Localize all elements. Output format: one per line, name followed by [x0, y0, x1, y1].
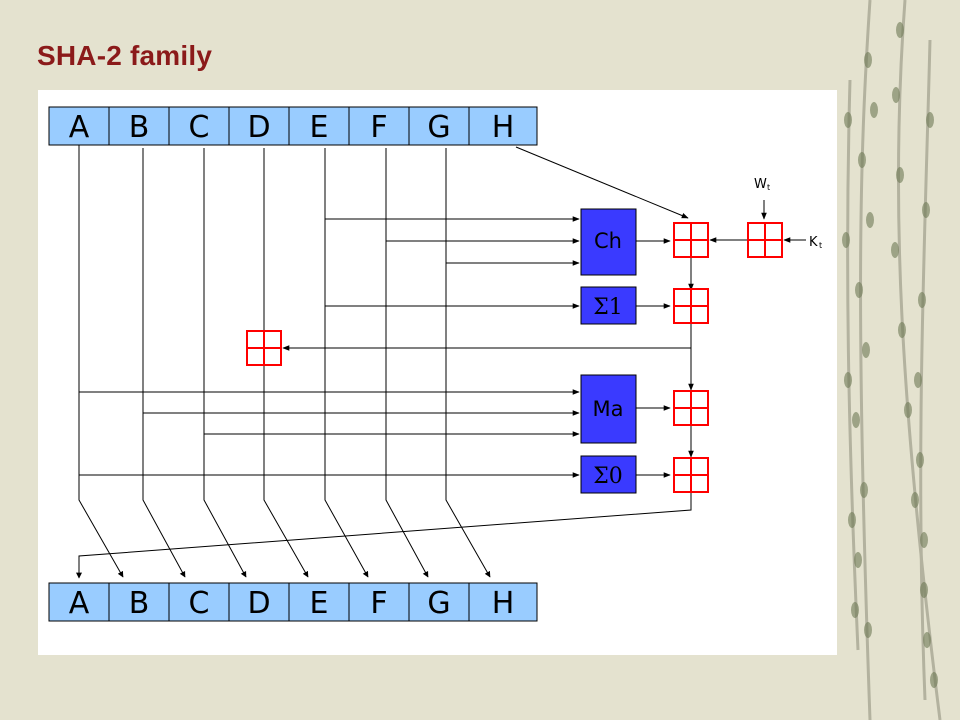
sigma0-function-box: Σ0 [580, 455, 637, 494]
k-subscript: t [819, 241, 822, 250]
k-input-label: K t [809, 235, 822, 250]
ma-function-box: Ma [580, 374, 637, 444]
bottom-register-d-label: D [247, 586, 270, 621]
adders [246, 222, 783, 493]
top-register-a-label: A [69, 110, 90, 145]
data-paths [76, 145, 806, 579]
slide-title: SHA-2 family [37, 40, 213, 71]
bottom-register-f: F [348, 582, 410, 622]
path-h-to-adder [515, 146, 689, 219]
bottom-register-g-label: G [427, 586, 450, 621]
top-register-e: E [288, 106, 350, 146]
adder-icon [673, 457, 709, 493]
top-register-c: C [168, 106, 230, 146]
top-register-f-label: F [370, 110, 387, 145]
sigma1-label: Σ1 [593, 295, 623, 320]
bottom-register-a-label: A [69, 586, 90, 621]
bottom-register-e-label: E [310, 586, 329, 621]
w-subscript: t [767, 183, 770, 192]
bottom-register-row: A B C D E F G [48, 582, 538, 622]
top-register-b-label: B [129, 110, 150, 145]
top-register-e-label: E [310, 110, 329, 145]
path-result-to-a [76, 493, 692, 579]
top-register-f: F [348, 106, 410, 146]
path-g-to-h [445, 148, 491, 578]
top-register-h-label: H [492, 110, 515, 145]
top-register-row: A B C D E F G [48, 106, 538, 146]
ch-function-box: Ch [580, 208, 637, 276]
adder-icon [747, 222, 783, 258]
top-register-b: B [108, 106, 170, 146]
sigma0-label: Σ0 [593, 464, 623, 489]
bottom-register-d: D [228, 582, 290, 622]
ma-label: Ma [593, 397, 624, 421]
bottom-register-e: E [288, 582, 350, 622]
top-register-d: D [228, 106, 290, 146]
bottom-register-f-label: F [370, 586, 387, 621]
adder-icon [673, 288, 709, 324]
w-label: W [754, 177, 767, 192]
bottom-register-b-label: B [129, 586, 150, 621]
path-f-to-g [385, 148, 429, 578]
path-e-to-f [324, 148, 369, 578]
adder-icon [673, 390, 709, 426]
top-register-a: A [48, 106, 110, 146]
top-register-h: H [468, 106, 538, 146]
path-d-to-e [263, 148, 309, 578]
bottom-register-c: C [168, 582, 230, 622]
bottom-register-c-label: C [189, 586, 210, 621]
bottom-register-h-label: H [492, 586, 515, 621]
top-register-c-label: C [189, 110, 210, 145]
top-register-g: G [408, 106, 470, 146]
path-b-to-c [142, 148, 186, 578]
ch-label: Ch [594, 229, 622, 253]
path-c-to-d [203, 148, 247, 578]
adder-icon [673, 222, 709, 258]
top-register-d-label: D [247, 110, 270, 145]
bottom-register-g: G [408, 582, 470, 622]
bottom-register-a: A [48, 582, 110, 622]
bottom-register-h: H [468, 582, 538, 622]
adder-icon [246, 330, 282, 366]
sha2-round-diagram: A B C D E F G [38, 90, 837, 655]
k-label: K [809, 235, 818, 250]
sigma1-function-box: Σ1 [580, 286, 637, 325]
path-a-to-b [78, 145, 124, 578]
w-input-label: W t [754, 177, 770, 192]
top-register-g-label: G [427, 110, 450, 145]
diagram-canvas: A B C D E F G [48, 106, 822, 622]
bottom-register-b: B [108, 582, 170, 622]
